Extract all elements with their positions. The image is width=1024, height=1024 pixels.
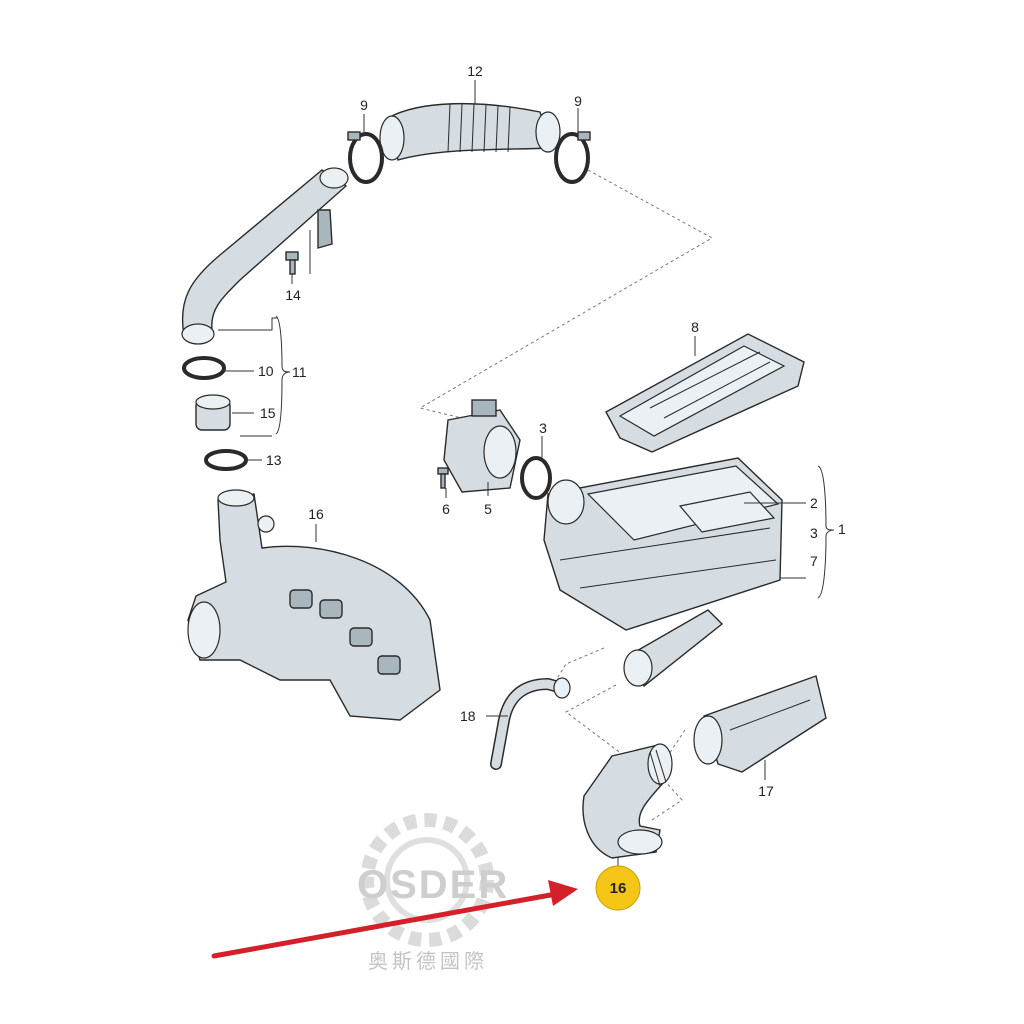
highlighted-part-label: 16 [610, 880, 627, 897]
gear-icon [360, 813, 494, 947]
watermark-brand: OSDER [357, 863, 509, 907]
part-5-screw [437, 467, 449, 489]
part-3-o-ring [520, 456, 552, 500]
part-6-hose [379, 102, 561, 161]
part-4-maf-sensor [443, 399, 521, 493]
callout-label-15: 16 [308, 506, 324, 522]
callout-label-9-top: 8 [691, 319, 699, 335]
part-1-airbox [543, 457, 783, 688]
part-17-intake-duct [693, 675, 827, 773]
callout-label-7: 9 [574, 93, 582, 109]
callout-label-12: 10 [258, 363, 274, 379]
part-13-clamp [204, 449, 248, 471]
watermark: OSDER 奥斯德國際 [357, 813, 509, 973]
part-16-elbow-hose [582, 743, 673, 859]
callout-label-18: 18 [460, 708, 476, 724]
part-12-clamp [182, 356, 226, 380]
arrow-shaft [211, 891, 559, 959]
part-7-clamp [554, 131, 591, 184]
part-11-coupler [195, 394, 231, 431]
callout-label-4: 5 [484, 501, 492, 517]
callout-label-17: 17 [758, 783, 774, 799]
callout-label-11: 15 [260, 405, 276, 421]
part-9-airbox-lid [605, 333, 805, 453]
callout-label-6: 12 [467, 63, 483, 79]
arrow-head [548, 880, 578, 906]
red-pointer-arrow [211, 880, 578, 959]
callout-label-13: 13 [266, 452, 282, 468]
callout-label-1: 1 [838, 521, 846, 537]
highlight-circle [595, 865, 641, 911]
callout-labels: 12 9 9 14 10 11 15 13 16 8 3 6 5 2 3 1 7… [258, 63, 846, 799]
callout-label-10: 11 [292, 364, 307, 380]
callout-label-3: 3 [810, 525, 818, 541]
watermark-subtitle: 奥斯德國際 [368, 949, 488, 973]
part-15-turbo-manifold [187, 489, 441, 721]
leader-lines [218, 80, 835, 872]
part-18-breather-hose [490, 677, 571, 770]
part-10-intake-pipe [181, 167, 349, 345]
dashed-connection-lines [418, 169, 714, 821]
callout-label-5: 6 [442, 501, 450, 517]
callout-label-2: 2 [810, 495, 818, 511]
callout-label-9: 7 [810, 553, 818, 569]
part-14-bolt [285, 251, 299, 275]
callout-label-14: 14 [285, 287, 301, 303]
callout-label-8: 9 [360, 97, 368, 113]
part-8-clamp [347, 131, 384, 184]
highlighted-callout-16: 16 [595, 865, 641, 911]
callout-label-3-top: 3 [539, 420, 547, 436]
